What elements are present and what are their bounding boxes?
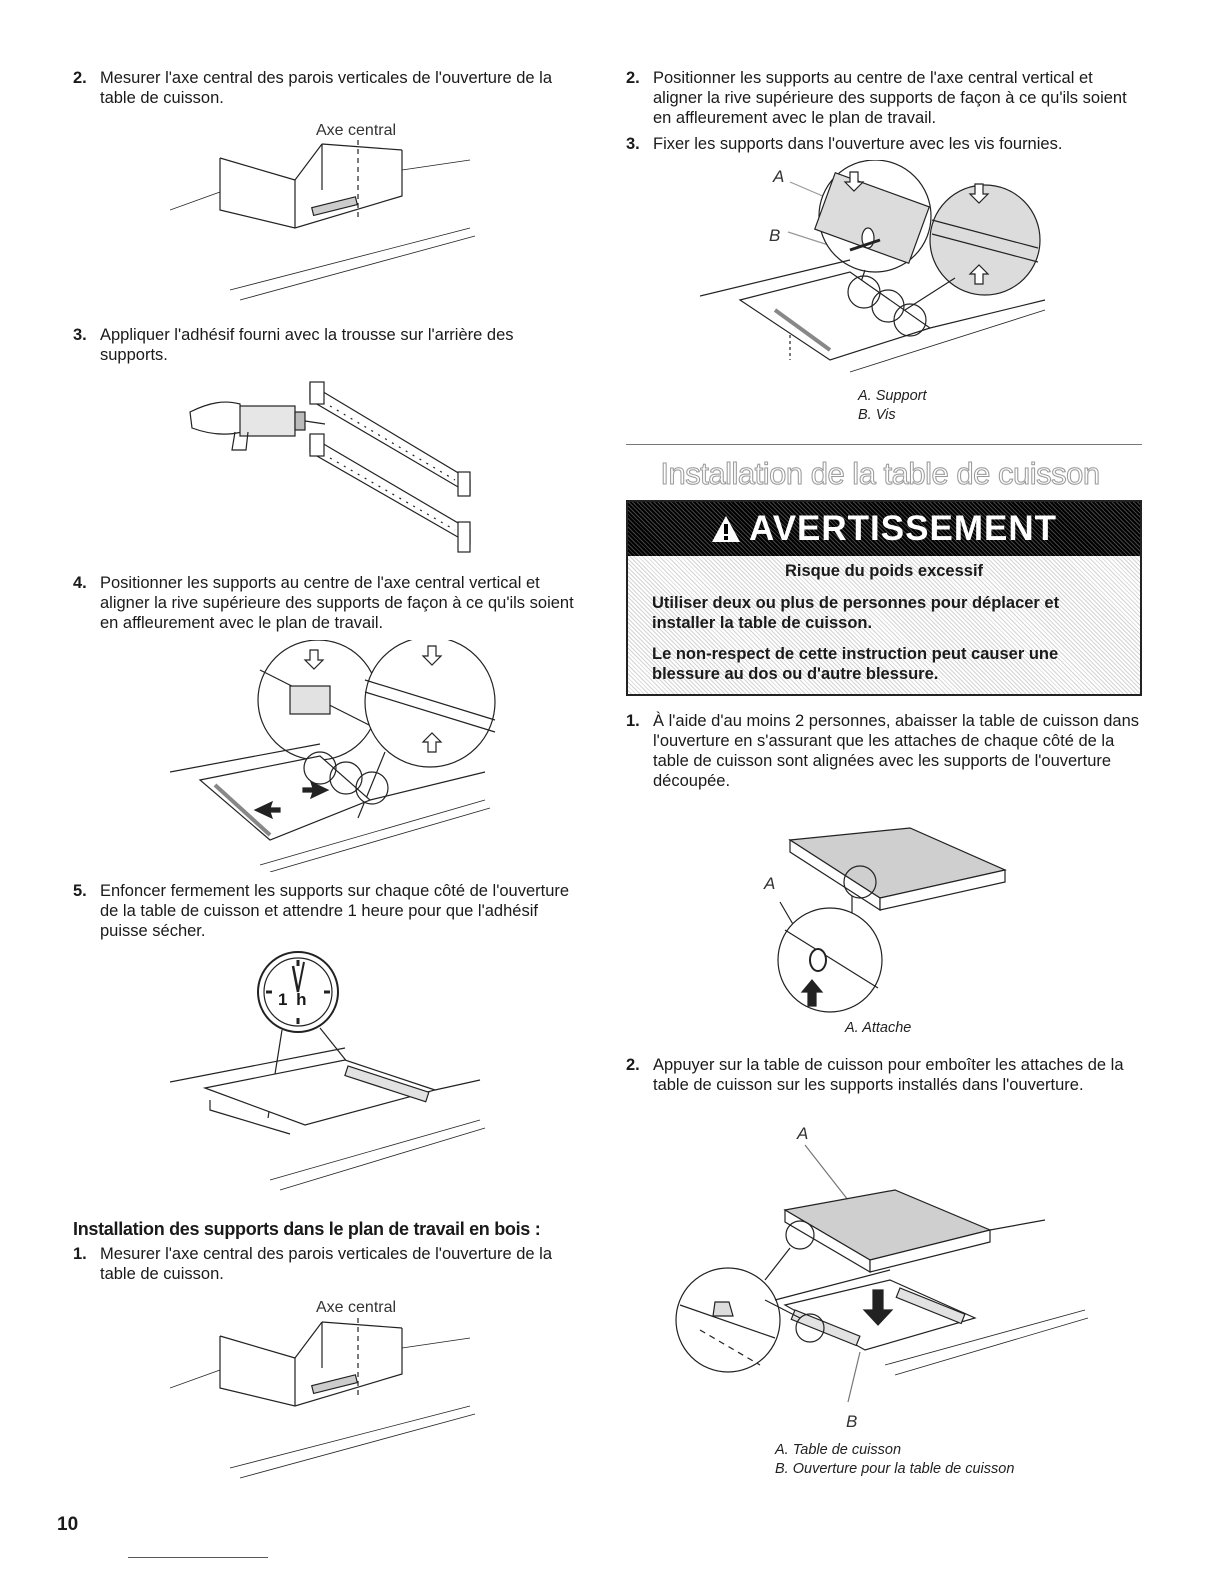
step-text: Positionner les supports au centre de l'… xyxy=(100,574,574,632)
clock-wait-figure xyxy=(170,950,500,1200)
cooktop-snap-figure xyxy=(670,1140,1090,1410)
figure-letter-a: A xyxy=(764,874,776,893)
caption-cutout: B. Ouverture pour la table de cuisson xyxy=(775,1461,1015,1477)
axe-central-label: Axe central xyxy=(316,122,397,139)
figure-letter-b: B xyxy=(769,226,781,245)
warning-title: AVERTISSEMENT xyxy=(749,509,1057,548)
step-text: Enfoncer fermement les supports sur chaq… xyxy=(100,882,570,940)
step-number: 2. xyxy=(73,69,87,87)
screw-bracket-figure xyxy=(700,160,1050,380)
step-number: 4. xyxy=(73,574,87,592)
warning-subtitle: Risque du poids excessif xyxy=(784,562,984,580)
axe-central-label: Axe central xyxy=(316,1299,397,1316)
cutout-centerline-figure xyxy=(170,140,490,310)
step-number: 1. xyxy=(73,1245,87,1263)
warning-triangle-icon xyxy=(711,505,741,559)
step-number: 1. xyxy=(626,712,640,730)
bracket-position-figure xyxy=(170,640,500,872)
wood-countertop-heading: Installation des supports dans le plan d… xyxy=(73,1219,541,1239)
adhesive-figure xyxy=(180,372,480,562)
figure-letter-a: A xyxy=(773,167,785,186)
step-number: 2. xyxy=(626,69,640,87)
caption-cooktop: A. Table de cuisson xyxy=(775,1442,902,1458)
caption-support: A. Support xyxy=(858,388,927,404)
step-text: Mesurer l'axe central des parois vertica… xyxy=(100,1245,553,1283)
wood-cutout-centerline-figure xyxy=(170,1318,490,1488)
step-text: Appuyer sur la table de cuisson pour emb… xyxy=(653,1056,1124,1094)
step-text: À l'aide d'au moins 2 personnes, abaisse… xyxy=(653,712,1140,790)
footer-rule xyxy=(128,1557,268,1558)
warning-box: AVERTISSEMENT Risque du poids excessif U… xyxy=(626,500,1142,696)
section-title: Installation de la table de cuisson xyxy=(660,456,1101,492)
caption-screw: B. Vis xyxy=(858,407,896,423)
step-number: 2. xyxy=(626,1056,640,1074)
warning-paragraph-1: Utiliser deux ou plus de personnes pour … xyxy=(652,594,1060,632)
cooktop-lowering-figure xyxy=(760,820,1020,1020)
warning-paragraph-2: Le non-respect de cette instruction peut… xyxy=(652,645,1059,683)
step-text: Positionner les supports au centre de l'… xyxy=(653,69,1127,127)
step-text: Appliquer l'adhésif fourni avec la trous… xyxy=(100,326,514,364)
figure-letter-a: A xyxy=(797,1124,809,1143)
section-rule xyxy=(626,444,1142,445)
step-number: 5. xyxy=(73,882,87,900)
page-number: 10 xyxy=(57,1514,79,1535)
warning-banner: AVERTISSEMENT xyxy=(628,502,1140,556)
caption-attache: A. Attache xyxy=(845,1020,912,1036)
step-text: Fixer les supports dans l'ouverture avec… xyxy=(653,135,1063,153)
step-number: 3. xyxy=(626,135,640,153)
clock-label: 1 h xyxy=(278,990,309,1009)
step-number: 3. xyxy=(73,326,87,344)
step-text: Mesurer l'axe central des parois vertica… xyxy=(100,69,553,107)
figure-letter-b: B xyxy=(846,1412,858,1431)
